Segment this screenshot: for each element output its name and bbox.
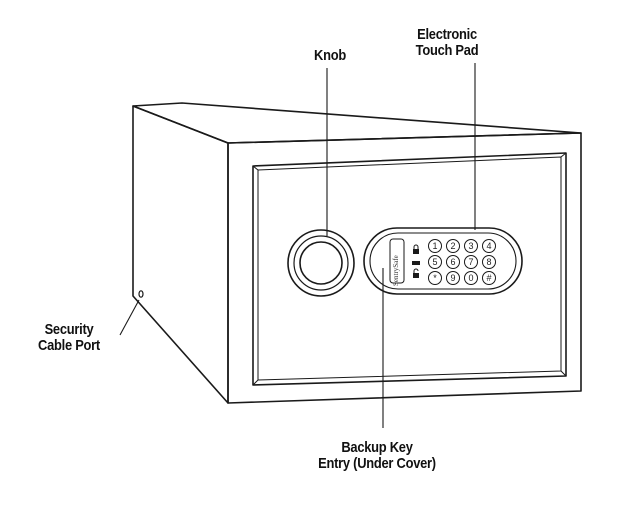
keypad-key-label: 0: [468, 273, 473, 283]
safe-front-face: [227, 132, 582, 404]
keypad-key[interactable]: 1: [428, 239, 442, 253]
knob[interactable]: [287, 229, 355, 297]
label-cable-port-line2: Cable Port: [38, 337, 100, 354]
keypad-key[interactable]: #: [482, 271, 496, 285]
label-knob-text: Knob: [314, 47, 346, 64]
lock-open-icon: [413, 268, 419, 278]
keypad-housing: [363, 227, 523, 295]
battery-icon: [412, 261, 420, 265]
keypad-key[interactable]: 0: [464, 271, 478, 285]
safe-door: [252, 152, 567, 386]
keypad-key-label: 2: [450, 241, 455, 251]
keypad-key-ring: [464, 255, 478, 269]
safe-side-face: [132, 105, 229, 404]
label-cable-port: Security Cable Port: [22, 322, 117, 354]
keypad-key-label: 7: [468, 257, 473, 267]
keypad-key[interactable]: 7: [464, 255, 478, 269]
label-touch-pad-line2: Touch Pad: [415, 42, 479, 59]
keypad-key-ring: [464, 271, 478, 285]
keypad-key-label: #: [486, 273, 491, 283]
keypad-key[interactable]: 8: [482, 255, 496, 269]
keypad-key[interactable]: 6: [446, 255, 460, 269]
brand-logo: SentrySafe: [392, 255, 400, 286]
label-knob: Knob: [304, 48, 356, 64]
keypad-key-ring: [446, 239, 460, 253]
label-backup-key-line1: Backup Key: [341, 439, 413, 456]
keypad-key-label: 4: [486, 241, 491, 251]
keypad-key-ring: [446, 271, 460, 285]
keypad-key[interactable]: 4: [482, 239, 496, 253]
security-cable-port[interactable]: [138, 290, 144, 298]
keypad-key-label: 5: [432, 257, 437, 267]
keypad-key-label: 9: [450, 273, 455, 283]
keypad-key-ring: [428, 255, 442, 269]
keypad-key-label: 1: [432, 241, 437, 251]
keypad-key-ring: [482, 239, 496, 253]
lock-closed-icon: [413, 244, 419, 254]
keypad-key-ring: [482, 271, 496, 285]
keypad-key-ring: [464, 239, 478, 253]
label-backup-key-line2: Entry (Under Cover): [318, 455, 436, 472]
keypad-key[interactable]: 5: [428, 255, 442, 269]
backup-key-cover: [389, 238, 405, 284]
keypad-key-ring: [428, 271, 442, 285]
label-touch-pad: Electronic Touch Pad: [400, 27, 495, 59]
keypad-key[interactable]: 9: [446, 271, 460, 285]
keypad-key-label: 8: [486, 257, 491, 267]
keypad-key-label: 6: [450, 257, 455, 267]
keypad-key-label: 3: [468, 241, 473, 251]
label-backup-key: Backup Key Entry (Under Cover): [287, 440, 468, 472]
label-touch-pad-line1: Electronic: [417, 26, 477, 43]
leader-cable-port: [119, 299, 140, 336]
keypad-key-ring: [482, 255, 496, 269]
keypad-keys: 1 2 3 4 5 6 7 8 * 9 0 #: [428, 239, 496, 285]
keypad-key-label: *: [433, 273, 437, 283]
label-cable-port-line1: Security: [44, 321, 94, 338]
safe-top-face: [132, 102, 582, 144]
keypad-inner: [369, 232, 517, 290]
keypad-key-ring: [446, 255, 460, 269]
keypad-key[interactable]: *: [428, 271, 442, 285]
keypad-key[interactable]: 2: [446, 239, 460, 253]
keypad-key[interactable]: 3: [464, 239, 478, 253]
keypad-key-ring: [428, 239, 442, 253]
